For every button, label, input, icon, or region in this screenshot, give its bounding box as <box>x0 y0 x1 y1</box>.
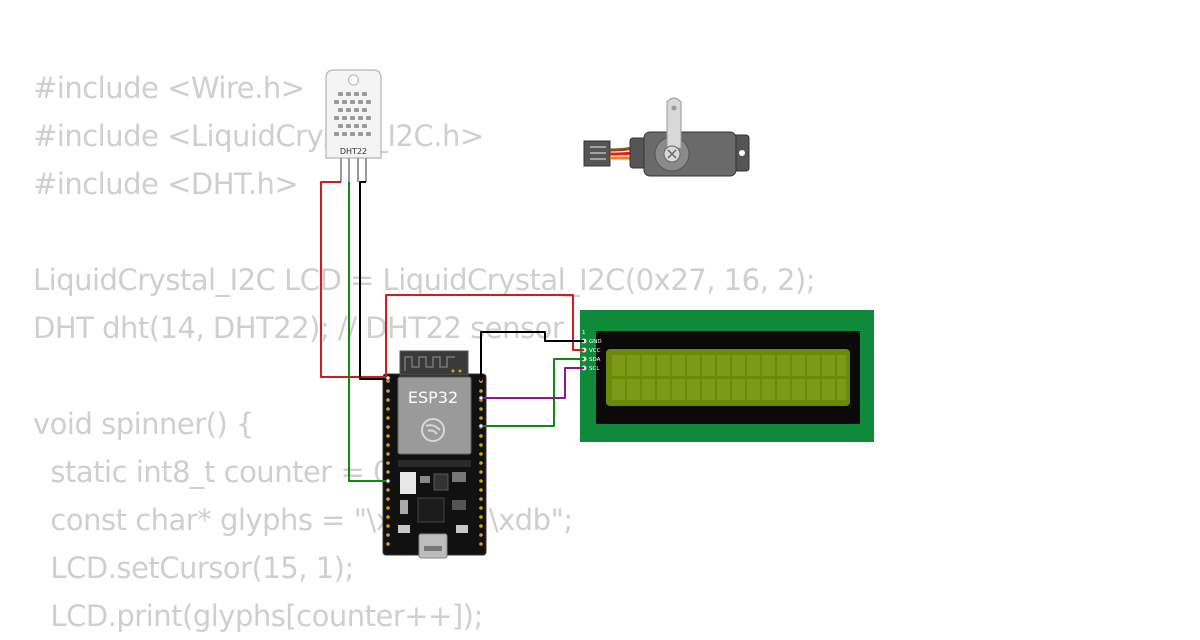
esp32-right-pins <box>479 379 483 546</box>
lcd-pin-sda: SDA <box>589 357 601 363</box>
esp32-devkit[interactable]: ESP32 <box>382 350 487 559</box>
lcd-pin-vcc: VCC <box>589 348 601 354</box>
wires <box>320 181 584 482</box>
esp32-components <box>398 460 471 533</box>
dht22-label: DHT22 <box>340 147 367 156</box>
code-line: #include <DHT.h> <box>33 167 299 201</box>
code-line: LiquidCrystal_I2C LCD = LiquidCrystal_I2… <box>33 263 816 297</box>
code-line: DHT dht(14, DHT22); // DHT22 sensor <box>33 311 564 345</box>
lcd-char-cells <box>612 355 846 400</box>
lcd-pin-header: 1 GND VCC SDA SCL <box>581 330 602 372</box>
dht22-vent-grid <box>334 92 371 136</box>
code-line: #include <Wire.h> <box>33 71 305 105</box>
wire-dht-gnd <box>359 181 388 380</box>
dht22-pins <box>340 158 367 182</box>
code-line: void spinner() { <box>33 407 254 441</box>
wire-lcd-sda <box>481 358 584 427</box>
esp32-label: ESP32 <box>408 388 458 407</box>
dht22-sensor[interactable]: DHT22 <box>325 69 382 182</box>
wire-dht-vcc <box>320 181 388 378</box>
servo-motor[interactable] <box>583 97 750 177</box>
lcd-display[interactable]: 1 GND VCC SDA SCL <box>580 310 874 442</box>
wire-lcd-scl <box>481 367 584 399</box>
servo-screw-icon <box>667 149 677 159</box>
lcd-pin-scl: SCL <box>589 366 600 372</box>
wire-endpoints <box>385 375 484 484</box>
wire-lcd-vcc <box>385 294 584 379</box>
lcd-pin-marker: 1 <box>582 330 586 336</box>
lcd-pin-gnd: GND <box>589 339 602 345</box>
code-line: LCD.print(glyphs[counter++]); <box>33 599 483 633</box>
code-line: LCD.setCursor(15, 1); <box>33 551 354 585</box>
esp32-antenna <box>399 350 469 376</box>
esp32-module <box>397 376 472 455</box>
wire-dht-data <box>348 182 388 482</box>
espressif-logo-icon <box>421 418 445 442</box>
servo-horn[interactable] <box>666 97 682 149</box>
wire-lcd-gnd <box>480 331 584 381</box>
